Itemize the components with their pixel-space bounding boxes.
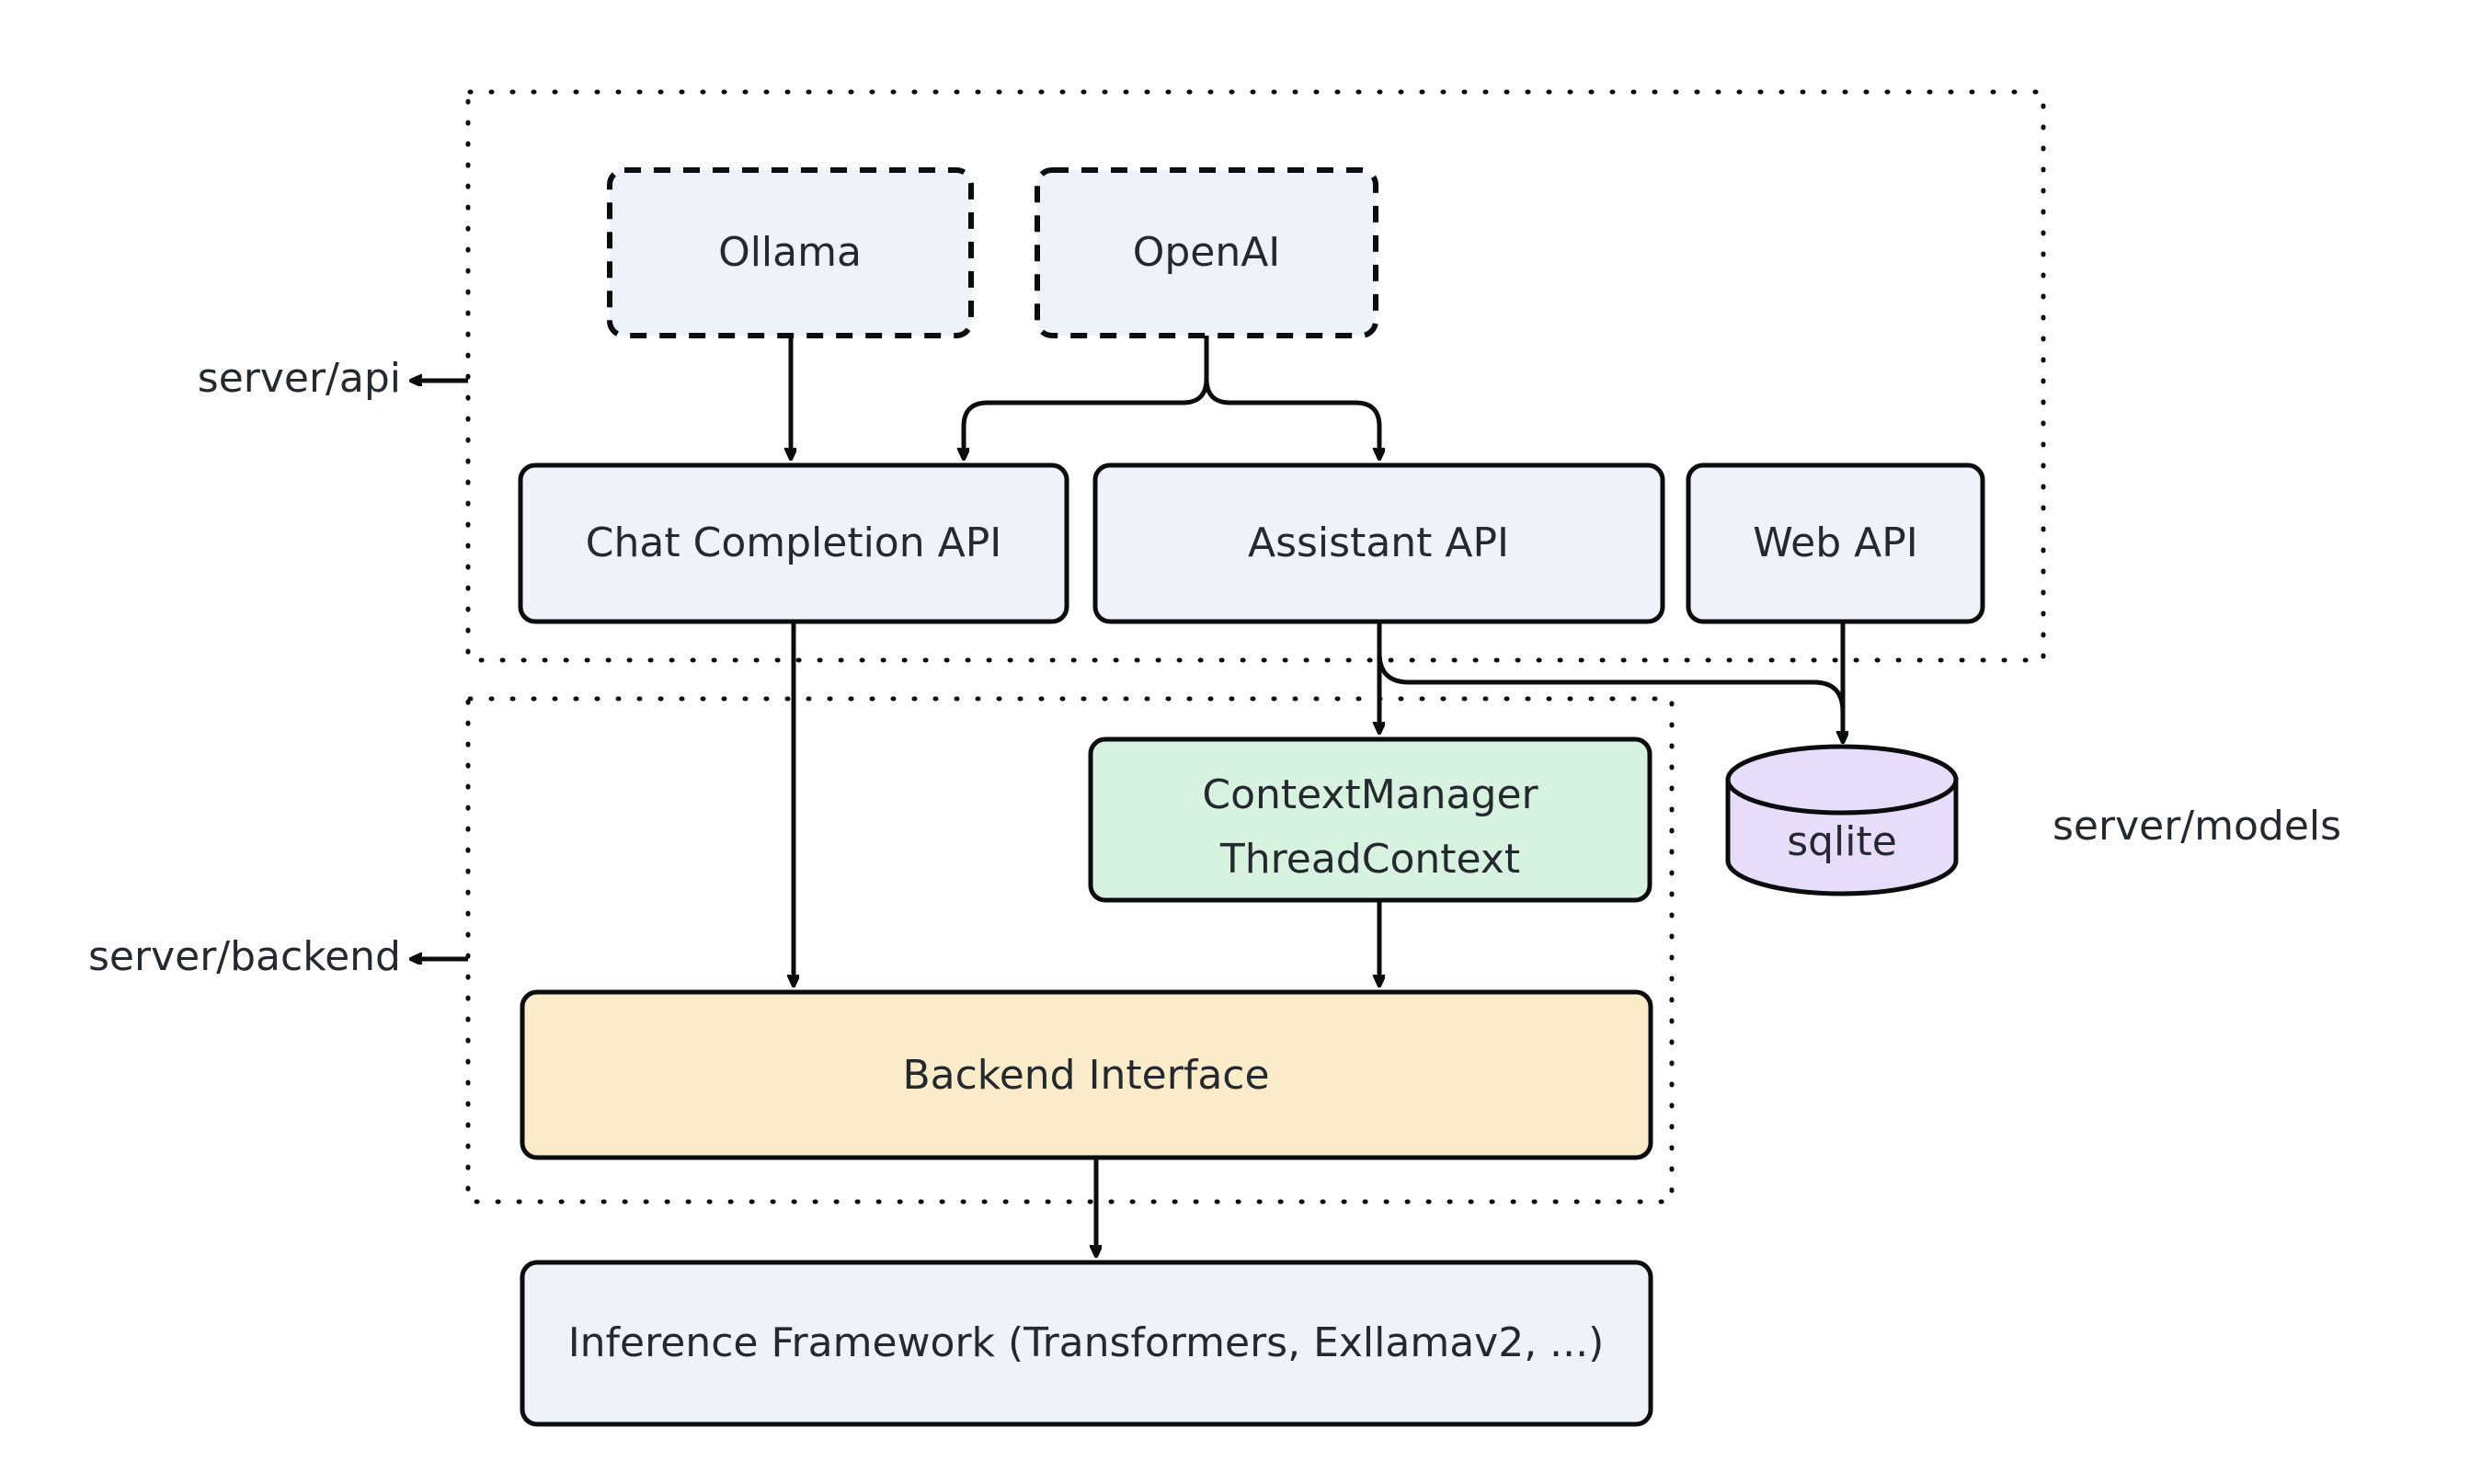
node-context-manager-label-line2: ThreadContext bbox=[1219, 836, 1520, 883]
node-backend-interface-label: Backend Interface bbox=[902, 1052, 1269, 1099]
node-context-manager-label-line1: ContextManager bbox=[1202, 771, 1538, 818]
group-container-server-backend bbox=[465, 696, 1675, 1204]
group-label-server-api: server/api bbox=[198, 355, 401, 402]
node-web-api-shape[interactable] bbox=[1686, 462, 1985, 624]
node-assistant-api[interactable]: Assistant API bbox=[1092, 462, 1665, 624]
node-chat-completion-api-label: Chat Completion API bbox=[586, 519, 1001, 566]
edge-openai-to-chat-completion-api bbox=[964, 336, 1209, 458]
node-ollama-shape[interactable] bbox=[607, 167, 974, 338]
node-openai-shape[interactable] bbox=[1035, 167, 1378, 338]
node-context-manager[interactable]: ContextManager ThreadContext bbox=[1088, 736, 1652, 903]
node-sqlite-label: sqlite bbox=[1787, 818, 1897, 865]
edge-openai-to-assistant-api bbox=[1204, 336, 1379, 458]
group-label-server-backend: server/backend bbox=[88, 933, 401, 980]
node-openai[interactable]: OpenAI bbox=[1035, 167, 1378, 338]
node-chat-completion-api-shape[interactable] bbox=[518, 462, 1069, 624]
node-backend-interface[interactable]: Backend Interface bbox=[520, 989, 1653, 1160]
node-context-manager-shape[interactable] bbox=[1088, 736, 1652, 903]
node-assistant-api-label: Assistant API bbox=[1248, 519, 1509, 566]
node-web-api-label: Web API bbox=[1753, 519, 1918, 566]
node-inference-framework-label: Inference Framework (Transformers, Exlla… bbox=[568, 1319, 1605, 1366]
node-inference-framework-shape[interactable] bbox=[520, 1260, 1653, 1427]
node-ollama-label: Ollama bbox=[718, 229, 862, 276]
node-ollama[interactable]: Ollama bbox=[607, 167, 974, 338]
node-openai-label: OpenAI bbox=[1133, 229, 1281, 276]
node-web-api[interactable]: Web API bbox=[1686, 462, 1985, 624]
group-label-server-models: server/models bbox=[2053, 803, 2341, 850]
node-sqlite[interactable]: sqlite bbox=[1725, 744, 1959, 896]
node-inference-framework[interactable]: Inference Framework (Transformers, Exlla… bbox=[520, 1260, 1653, 1427]
node-sqlite-top-ellipse[interactable] bbox=[1725, 744, 1959, 816]
node-backend-interface-shape[interactable] bbox=[520, 989, 1653, 1160]
group-container-server-api bbox=[465, 89, 2046, 663]
node-chat-completion-api[interactable]: Chat Completion API bbox=[518, 462, 1069, 624]
node-assistant-api-shape[interactable] bbox=[1092, 462, 1665, 624]
